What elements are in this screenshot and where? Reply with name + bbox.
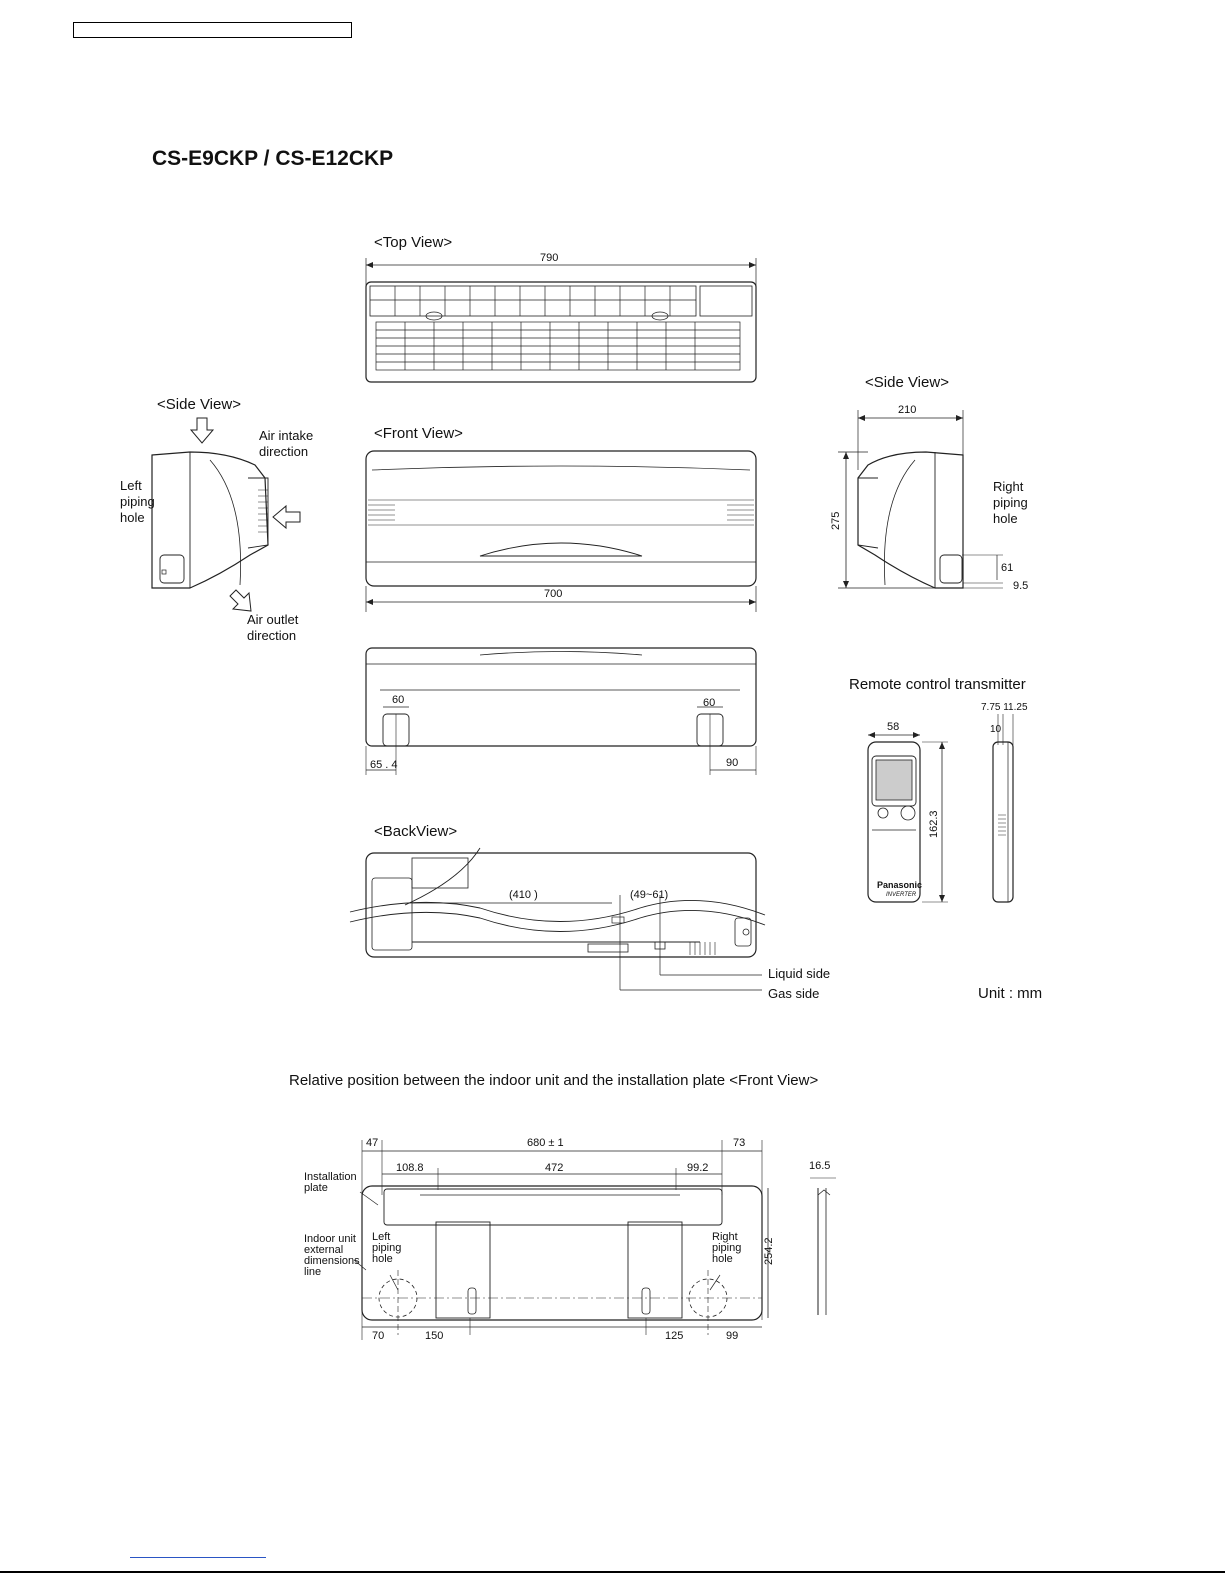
liquid-side-label: Liquid side (768, 966, 831, 981)
brand-sub: INVERTER (886, 892, 917, 898)
remote-label: Remote control transmitter (849, 676, 1026, 693)
dim-162-3: 162.3 (928, 810, 940, 838)
back-view-label: <BackView> (374, 823, 458, 840)
dim-108-8: 108.8 (396, 1162, 424, 1174)
dim-73: 73 (733, 1137, 746, 1149)
front-view-label: <Front View> (374, 425, 463, 442)
air-outlet-label: Air outlet direction (247, 612, 299, 643)
dim-680: 680 ± 1 (527, 1137, 564, 1149)
dim-275: 275 (830, 511, 842, 530)
dim-49-61: (49~61) (630, 889, 669, 901)
dim-70: 70 (372, 1330, 385, 1342)
dim-210: 210 (898, 404, 917, 416)
indoor-unit-line-label: Indoor unit external dimensions line (304, 1233, 360, 1278)
installation-plate-label: Installation plate (304, 1171, 357, 1194)
dim-90: 90 (726, 757, 739, 769)
unit-label: Unit : mm (978, 985, 1043, 1002)
installation-caption: Relative position between the indoor uni… (289, 1072, 819, 1089)
top-view-label: <Top View> (374, 234, 453, 251)
dim-47: 47 (366, 1137, 379, 1149)
dim-700: 700 (544, 588, 563, 600)
dim-60-left: 60 (392, 694, 405, 706)
remote-drawing (867, 714, 1014, 903)
dim-254-2: 254.2 (763, 1237, 775, 1265)
dim-61: 61 (1001, 562, 1014, 574)
dim-16-5: 16.5 (809, 1160, 831, 1172)
plate-left-hole-label: Left piping hole (372, 1231, 402, 1265)
dim-10: 10 (990, 724, 1002, 735)
dim-9-5: 9.5 (1013, 580, 1029, 592)
dim-790: 790 (540, 252, 559, 264)
left-side-view-drawing (151, 417, 301, 612)
footer-rule (0, 1571, 1225, 1573)
footer-link-line (130, 1557, 266, 1558)
dim-99: 99 (726, 1330, 739, 1342)
installation-plate-drawing (353, 1140, 836, 1340)
dim-58: 58 (887, 721, 900, 733)
front-view-drawing (365, 450, 757, 612)
dim-7-75-11-25: 7.75 11.25 (981, 702, 1028, 713)
dim-150: 150 (425, 1330, 444, 1342)
back-view-drawing (349, 847, 766, 991)
right-side-view-label: <Side View> (865, 374, 949, 391)
header-box (73, 22, 352, 38)
dim-125: 125 (665, 1330, 684, 1342)
dim-99-2: 99.2 (687, 1162, 709, 1174)
bottom-view-drawing (365, 647, 757, 775)
right-side-view-drawing (838, 410, 1003, 589)
brand-logo: Panasonic (877, 880, 923, 890)
dim-60-right: 60 (703, 697, 716, 709)
right-piping-hole-label: Right piping hole (993, 479, 1028, 526)
left-side-view-label: <Side View> (157, 396, 241, 413)
air-intake-label: Air intake direction (259, 428, 314, 459)
plate-right-hole-label: Right piping hole (712, 1231, 742, 1265)
dim-410: (410 ) (509, 889, 538, 901)
gas-side-label: Gas side (768, 986, 820, 1001)
dim-472: 472 (545, 1162, 564, 1174)
top-view-drawing (365, 258, 757, 383)
left-piping-hole-label: Left piping hole (120, 478, 155, 525)
dim-65-4: 65 . 4 (370, 759, 398, 771)
page-title: CS-E9CKP / CS-E12CKP (152, 147, 394, 170)
